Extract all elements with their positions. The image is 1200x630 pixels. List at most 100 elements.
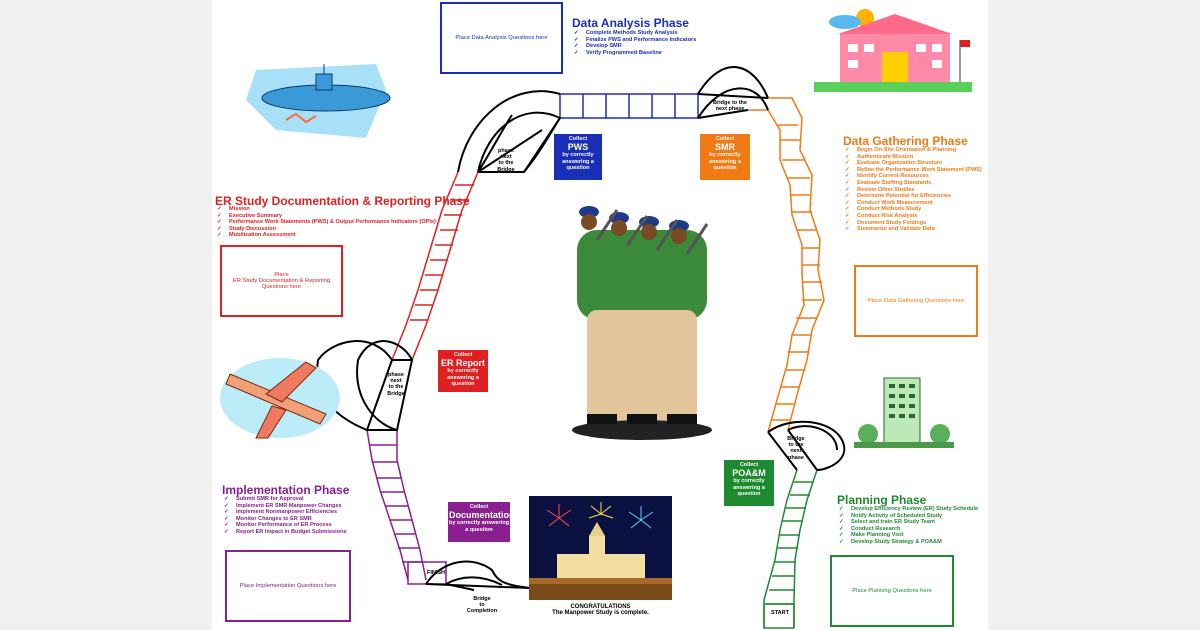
bridge-mid-left-l2: next xyxy=(390,378,402,385)
collect-er-report-l3: answering a xyxy=(447,374,479,381)
planning-item: ✓Develop Study Strategy & POA&M xyxy=(839,539,978,546)
game-board-path xyxy=(316,66,846,629)
check-icon: ✓ xyxy=(845,226,850,233)
er-study-item-text: Mission xyxy=(229,206,250,212)
collect-poam-l2: by correctly xyxy=(733,478,765,485)
er-study-item-text: Executive Summary xyxy=(229,212,283,219)
er-study-item: ✓Study Discussion xyxy=(217,226,436,233)
airplane-icon xyxy=(220,358,340,439)
school-building-icon xyxy=(814,9,972,92)
collect-pws-box[interactable]: Collect PWS by correctly answering a que… xyxy=(554,134,602,180)
bridge-bottom-right-l2: to the xyxy=(788,442,804,449)
planning-title: Planning Phase xyxy=(837,493,927,507)
check-icon: ✓ xyxy=(224,522,229,529)
submarine-icon xyxy=(246,64,391,138)
collect-smr-box[interactable]: Collect SMR by correctly answering a que… xyxy=(700,134,750,180)
data-gathering-item-text: Evaluate Staffing Standards xyxy=(857,179,932,186)
implementation-title: Implementation Phase xyxy=(222,483,350,497)
check-icon: ✓ xyxy=(845,199,850,206)
data-gathering-item: ✓Identify Current Resources xyxy=(845,173,982,180)
check-icon: ✓ xyxy=(845,219,850,226)
bridge-bottom-l1: Bridge xyxy=(473,596,491,602)
planning-item: ✓ Conduct Research xyxy=(839,526,978,533)
planning-list: ✓Develop Efficiency Review (ER) Study Sc… xyxy=(839,506,978,546)
congrats-subtitle: The Manpower Study is complete. xyxy=(552,610,649,617)
collect-pws-l4: question xyxy=(566,165,590,172)
planning-item-text: Develop Study Strategy & POA&M xyxy=(851,538,942,545)
check-icon: ✓ xyxy=(217,212,222,219)
data-gathering-question-box[interactable]: Place Data Gathering Questions here xyxy=(854,265,978,337)
bridge-top-left-l4: Bridge xyxy=(497,166,515,173)
collect-er-report-box[interactable]: Collect ER Report by correctly answering… xyxy=(438,350,488,392)
data-analysis-list: ✓ Complete Methods Study Analysis ✓ Finaliz… xyxy=(574,30,696,56)
collect-poam-box[interactable]: Collect POA&M by correctly answering a q… xyxy=(724,460,774,506)
data-gathering-item: ✓Determine Potential for Efficiencies xyxy=(845,193,982,200)
bridge-top-right-l2: next phase xyxy=(715,106,745,113)
data-gathering-question-text: Place Data Gathering Questions here xyxy=(867,298,965,304)
congrats-message: CONGRATULATIONS The Manpower Study is co… xyxy=(529,604,672,616)
data-analysis-item-text: Finalize PWS and Performance Indicators xyxy=(586,36,697,43)
bridge-top-left-l3: to the xyxy=(498,160,514,167)
implementation-item-text: Submit SMR for Approval xyxy=(236,496,304,502)
er-study-question-box[interactable]: Place ER Study Documentation & Reporting… xyxy=(220,245,343,317)
data-gathering-item-text: Review Other Studies xyxy=(857,186,915,193)
collect-documentation-box[interactable]: Collect Documentation by correctly answe… xyxy=(448,502,515,542)
collect-poam-l1: Collect xyxy=(739,462,759,468)
data-gathering-item-text: Conduct Risk Analysis xyxy=(857,212,918,219)
check-icon: ✓ xyxy=(574,36,579,43)
data-gathering-item-text: Identify Current Resources xyxy=(857,173,929,180)
implementation-item-text: Implement Nonmanpower Efficiencies xyxy=(236,509,338,516)
data-analysis-question-box[interactable]: Place Data Analysis Questions here xyxy=(440,2,563,74)
implementation-item: ✓Monitor Performance of ER Process xyxy=(224,522,347,529)
bridge-bottom-label: Bridge to Completion xyxy=(460,596,504,615)
bridge-mid-left-l4: Bridge xyxy=(387,390,405,397)
planning-question-box[interactable]: Place Planning Questions here xyxy=(830,555,954,627)
planning-item-text: Notify Activity of Scheduled Study xyxy=(851,512,943,519)
data-gathering-item: ✓Authenticate Mission xyxy=(845,154,982,161)
congrats-title: CONGRATULATIONS xyxy=(570,604,631,610)
implementation-item-text: Report ER Impact in Budget Submissions xyxy=(236,528,347,535)
collect-smr-l1: Collect xyxy=(715,136,735,142)
planning-item-text: Conduct Research xyxy=(851,525,901,532)
check-icon: ✓ xyxy=(224,496,229,502)
implementation-question-box[interactable]: Place Implementation Questions here xyxy=(225,550,351,622)
planning-item: ✓ Notify Activity of Scheduled Study xyxy=(839,513,978,520)
data-gathering-item-text: Begin On-Site Orientation & Planning xyxy=(857,147,957,153)
collect-smr-l2: by correctly xyxy=(709,152,741,159)
bridges xyxy=(316,66,846,591)
ladder-data-gathering xyxy=(748,97,825,433)
bridge-bottom-right-l1: Bridge xyxy=(787,436,805,442)
collect-documentation-label: Documentation xyxy=(449,510,515,521)
collect-pws-l2: by correctly xyxy=(562,152,594,159)
soldiers-marching-icon xyxy=(572,206,712,440)
collect-smr-label: SMR xyxy=(715,142,735,153)
collect-pws-l1: Collect xyxy=(568,136,588,142)
data-gathering-item: ✓Evaluate Organization Structure xyxy=(845,160,982,167)
implementation-question-text: Place Implementation Questions here xyxy=(239,583,337,589)
planning-item: ✓Make Planning Visit xyxy=(839,532,978,539)
er-study-question-line3: Questions here xyxy=(261,284,302,290)
data-analysis-item-text: Complete Methods Study Analysis xyxy=(586,30,678,36)
data-gathering-title: Data Gathering Phase xyxy=(843,134,968,148)
er-study-question-line1: Place xyxy=(274,272,289,278)
bridge-mid-left-label: phase next to the Bridge xyxy=(382,372,410,397)
data-gathering-item: ✓Summarize and Validate Data xyxy=(845,226,982,233)
check-icon: ✓ xyxy=(574,43,579,50)
check-icon: ✓ xyxy=(839,525,844,532)
start-marker[interactable]: START xyxy=(771,610,789,616)
data-gathering-item: ✓Conduct Methods Study xyxy=(845,206,982,213)
data-gathering-list: ✓ Begin On-Site Orientation & Planning✓Au… xyxy=(845,147,982,233)
check-icon: ✓ xyxy=(839,512,844,519)
collect-documentation-l3: a question xyxy=(465,526,493,533)
bridge-bottom-l3: Completion xyxy=(466,608,498,615)
check-icon: ✓ xyxy=(574,49,579,56)
check-icon: ✓ xyxy=(845,166,850,173)
collect-poam-l3: answering a xyxy=(733,484,765,491)
implementation-item: ✓ Submit SMR for Approval xyxy=(224,496,347,503)
collect-documentation-l2: by correctly answering xyxy=(449,520,509,527)
finish-marker[interactable]: FINISH xyxy=(426,570,446,576)
implementation-item: ✓Monitor Changes to ER SMR xyxy=(224,516,347,523)
data-analysis-item-text: Develop SMR xyxy=(586,43,622,50)
bridge-mid-left-l3: to the xyxy=(388,384,404,391)
bridge-top-right-l1: Bridge to the xyxy=(713,100,747,106)
